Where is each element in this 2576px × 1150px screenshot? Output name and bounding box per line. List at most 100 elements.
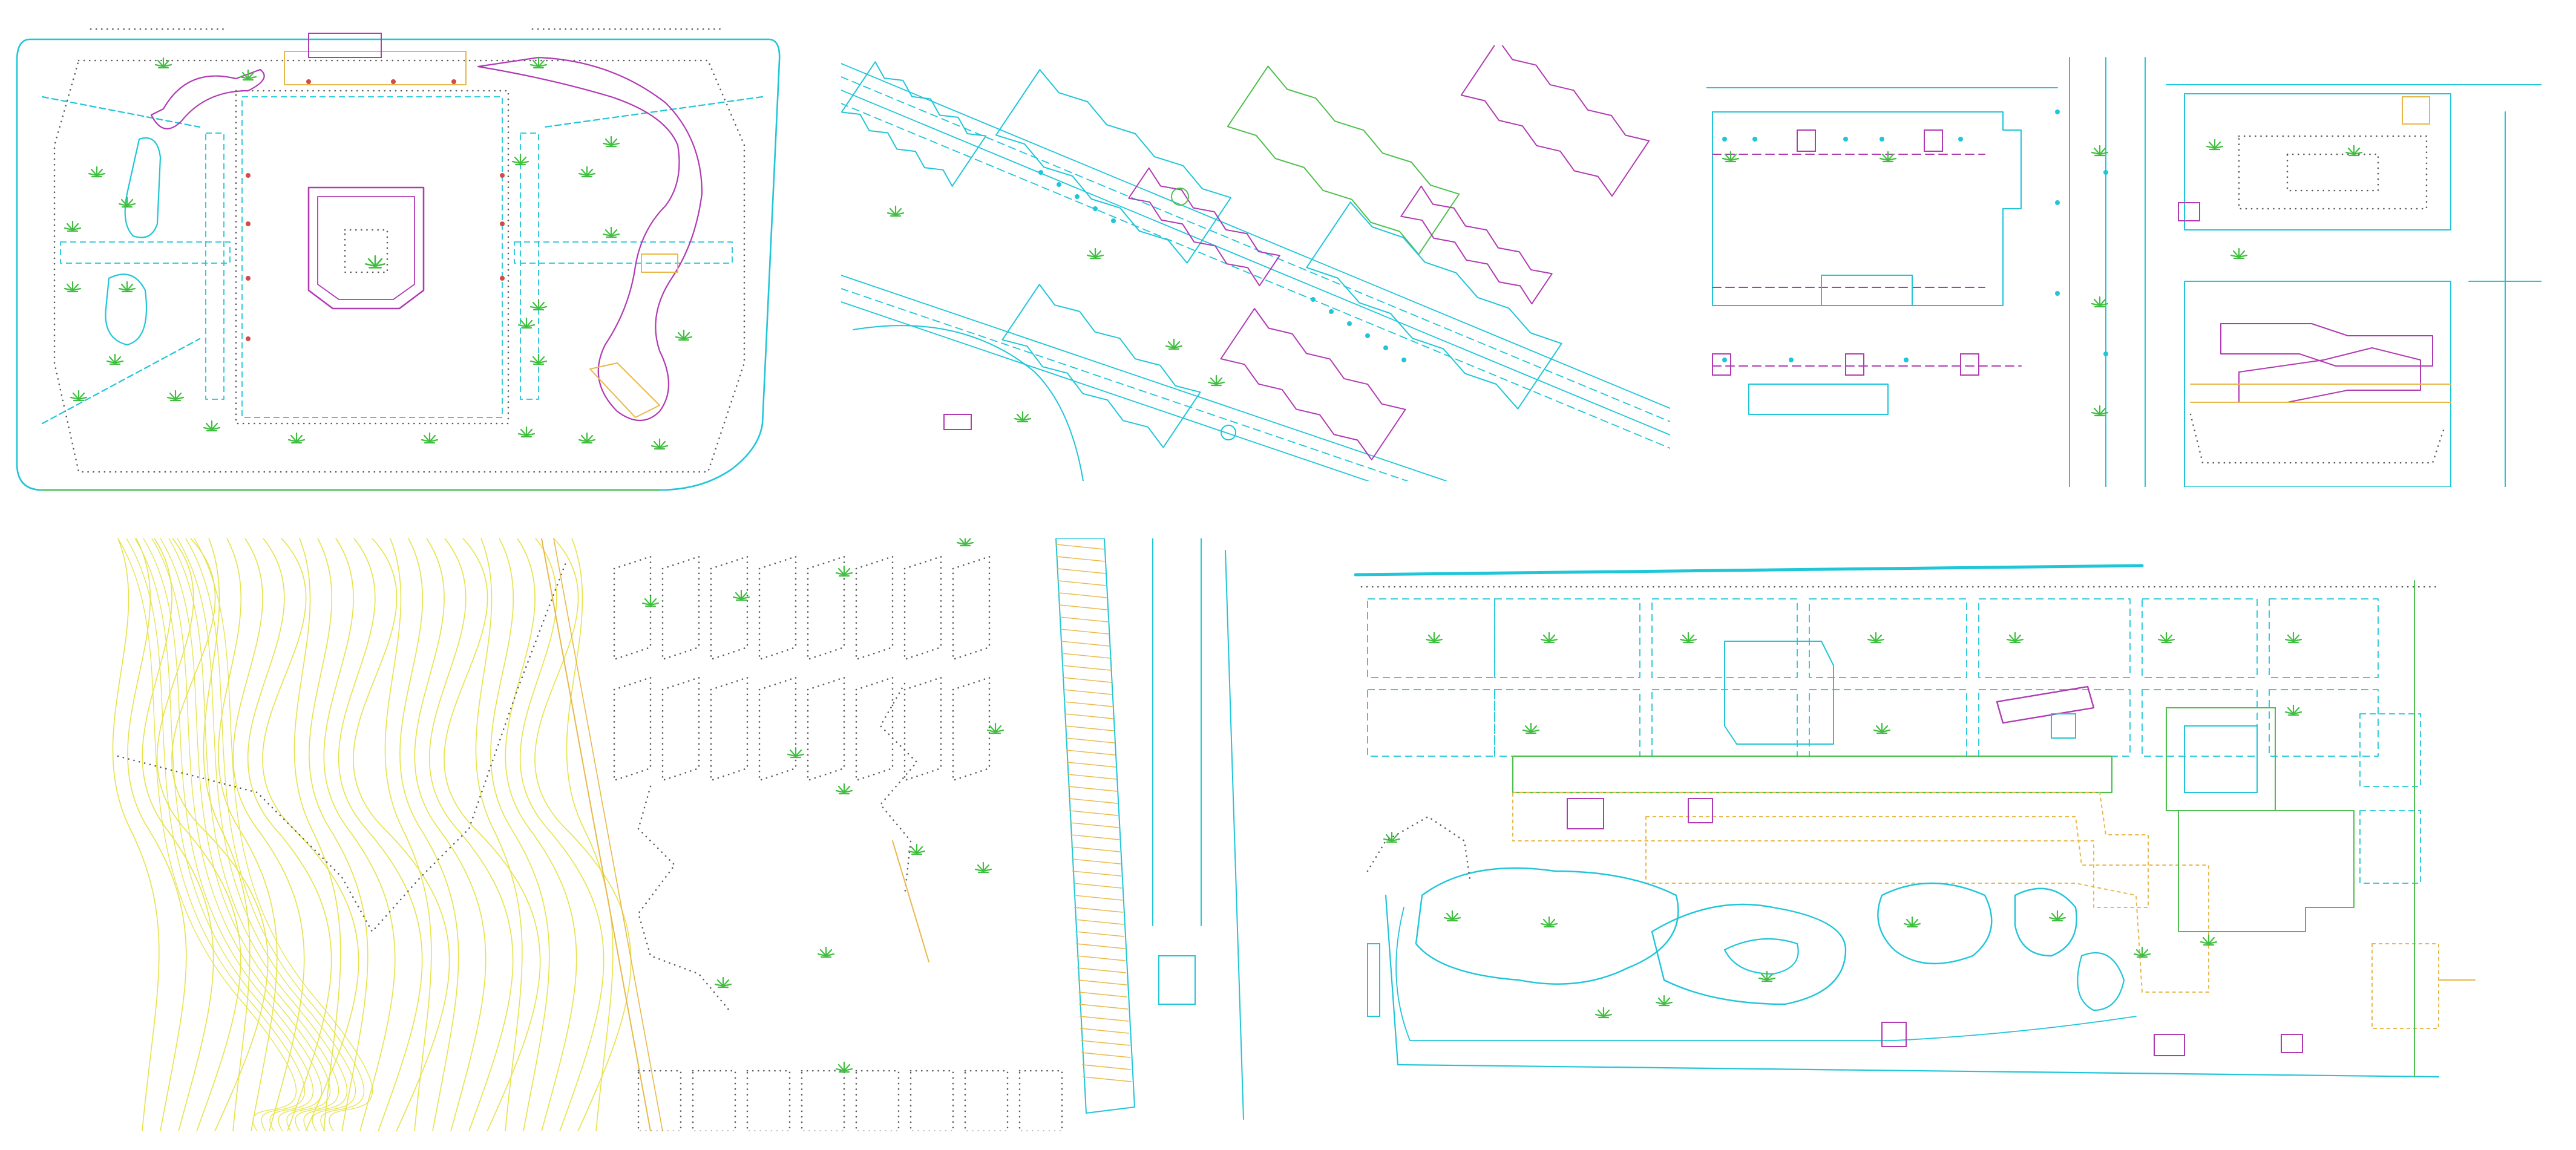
stair-tread (1067, 786, 1118, 792)
tree-stroke (1086, 254, 1096, 258)
tree-stroke (1597, 1009, 1605, 1018)
door-marker (1111, 218, 1116, 223)
stair-tread (1081, 1052, 1131, 1058)
tree-stroke (2099, 151, 2109, 155)
corner-building (2371, 943, 2439, 1029)
tree-stroke (2287, 634, 2295, 642)
tree-stroke (1867, 638, 1877, 642)
tree-stroke (96, 172, 106, 177)
tree-symbol-icon (732, 589, 750, 601)
kiosk (2051, 713, 2076, 739)
tree-stroke (2292, 638, 2302, 642)
tree-stroke (722, 979, 730, 987)
stair-tread (1082, 1076, 1132, 1082)
tree-stroke (1602, 1009, 1610, 1018)
plot (2269, 689, 2379, 757)
tree-stroke (605, 229, 612, 237)
contour-line (160, 538, 339, 1131)
site-plan-panel-2 (841, 45, 1670, 481)
stair-tread (1070, 846, 1121, 852)
tree-symbol-icon (2230, 247, 2248, 260)
plot (2359, 713, 2421, 787)
north-entrance (308, 33, 382, 58)
tree-stroke (2200, 941, 2210, 945)
street-line (841, 275, 1447, 481)
door-marker (1347, 321, 1352, 326)
contour-line (157, 538, 241, 1131)
lamp-marker (391, 79, 396, 84)
contour-line (399, 538, 459, 1131)
terrace-house (613, 555, 652, 661)
tree-stroke (290, 434, 298, 443)
lamp-marker (451, 79, 456, 84)
tree-stroke (1540, 923, 1550, 927)
tree-symbol-icon (1679, 632, 1697, 644)
tree-symbol-icon (106, 353, 124, 365)
path-west (60, 241, 231, 264)
tree-symbol-icon (70, 390, 88, 402)
tree-stroke (649, 598, 657, 606)
tree-stroke (994, 729, 1005, 733)
contour-line (534, 538, 632, 1131)
tree-symbol-icon (1879, 151, 1897, 163)
tree-stroke (525, 428, 533, 437)
tree-stroke (578, 172, 588, 177)
tree-stroke (211, 422, 218, 431)
tree-stroke (428, 439, 439, 443)
tree-stroke (1687, 634, 1695, 642)
contour-line (444, 538, 541, 1131)
tree-symbol-icon (529, 353, 548, 365)
door-marker (1789, 358, 1794, 362)
tree-stroke (71, 223, 79, 231)
tree-stroke (1722, 157, 1732, 162)
residential-block (1001, 284, 1201, 448)
tree-stroke (795, 749, 802, 757)
magenta-building (1996, 685, 2095, 724)
terrace-house (661, 676, 700, 782)
tree-stroke (77, 396, 88, 400)
tree-stroke (714, 983, 724, 987)
lower-dots (2189, 413, 2446, 464)
tree-stroke (835, 572, 845, 576)
tree-stroke (916, 846, 923, 854)
tree-stroke (114, 360, 124, 364)
tree-symbol-icon (2091, 296, 2109, 308)
tree-symbol-icon (1873, 722, 1891, 734)
tree-stroke (2353, 151, 2363, 155)
central-pavilion-inner (317, 196, 415, 300)
tree-stroke (789, 749, 797, 757)
door-marker (1843, 137, 1848, 142)
stair-tread (1058, 592, 1108, 598)
stair-tread (1069, 810, 1119, 816)
tree-stroke (517, 433, 528, 437)
door-marker (1093, 206, 1098, 211)
tree-stroke (77, 392, 85, 400)
tree-stroke (1729, 153, 1737, 162)
stair-tread (1080, 1028, 1130, 1034)
tree-stroke (295, 434, 303, 443)
site-plan-4-drawing (112, 538, 1244, 1131)
door-marker (1752, 137, 1757, 142)
tree-stroke (658, 445, 669, 449)
tree-stroke (519, 160, 529, 165)
stair-tread (1068, 798, 1118, 804)
tree-stroke (1766, 977, 1776, 981)
stair-ramp (1055, 538, 1135, 1114)
stair-tread (1066, 762, 1116, 768)
tree-stroke (1385, 834, 1393, 842)
tree-stroke (1548, 918, 1556, 927)
tree-stroke (1875, 638, 1885, 642)
tree-stroke (1173, 341, 1181, 349)
curved-road (853, 325, 1084, 481)
door-marker (1038, 170, 1043, 175)
tree-stroke (211, 426, 221, 431)
tree-stroke (1548, 638, 1558, 642)
tree-stroke (1655, 1001, 1665, 1005)
tree-stroke (1094, 254, 1104, 258)
tree-stroke (1215, 381, 1225, 385)
pond (1877, 882, 1993, 965)
terrace-house (758, 676, 797, 782)
tree-stroke (956, 541, 966, 546)
contour-line (143, 538, 323, 1131)
tree-stroke (154, 64, 165, 68)
